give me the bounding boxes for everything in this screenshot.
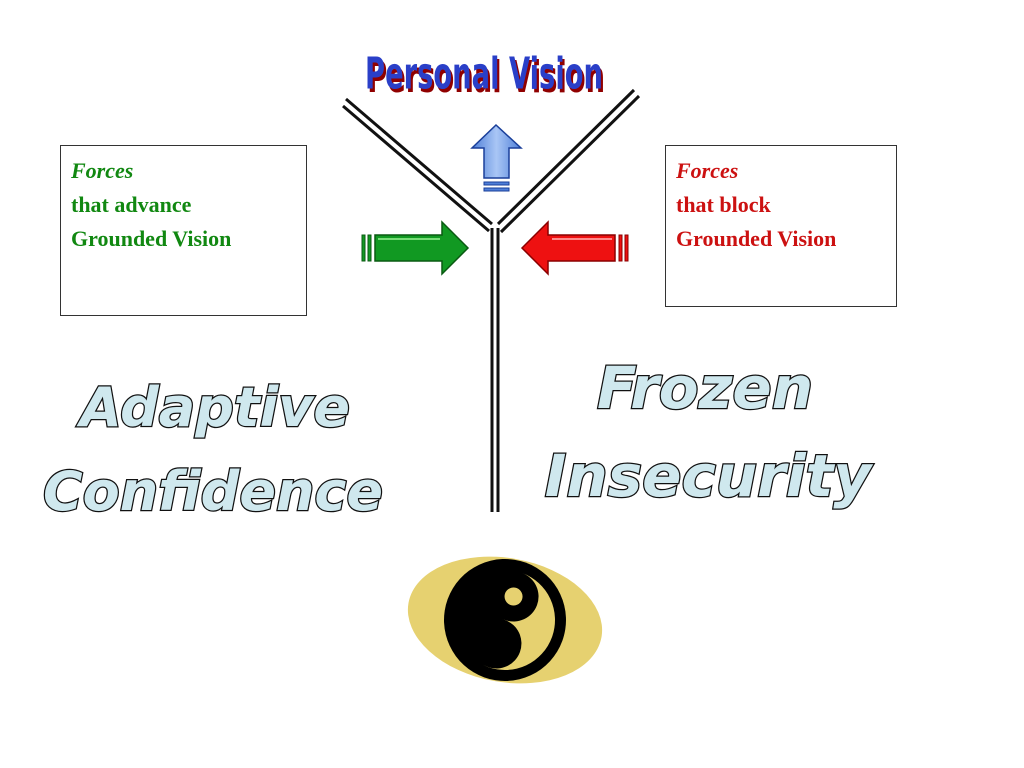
block-forces-box: Forces that block Grounded Vision bbox=[665, 145, 897, 307]
yin-yang-icon bbox=[407, 556, 603, 684]
up-arrow-icon bbox=[470, 123, 523, 192]
right-label: Frozen Insecurity bbox=[544, 353, 875, 512]
block-box-title: Forces bbox=[676, 158, 739, 183]
left-label-line1: Adaptive bbox=[76, 376, 350, 439]
right-label-line2: Insecurity bbox=[545, 442, 874, 510]
advance-box-title: Forces bbox=[71, 158, 134, 183]
title-group: Personal Vision Personal Vision bbox=[365, 48, 605, 103]
title-shadow: Personal Vision bbox=[367, 51, 605, 103]
right-arrow-icon bbox=[361, 220, 470, 276]
y-branch-lines bbox=[342, 88, 641, 512]
left-label: Adaptive Confidence bbox=[42, 375, 385, 525]
block-box-line1: that block bbox=[676, 192, 771, 217]
advance-box-line2: Grounded Vision bbox=[71, 226, 232, 251]
advance-forces-box: Forces that advance Grounded Vision bbox=[60, 145, 307, 316]
left-arrow-icon bbox=[520, 220, 629, 276]
diagram-title: Personal Vision bbox=[365, 48, 603, 100]
block-box-line2: Grounded Vision bbox=[676, 226, 837, 251]
right-label-line1: Frozen bbox=[597, 354, 813, 422]
left-label-line2: Confidence bbox=[43, 460, 383, 523]
advance-box-line1: that advance bbox=[71, 192, 192, 217]
